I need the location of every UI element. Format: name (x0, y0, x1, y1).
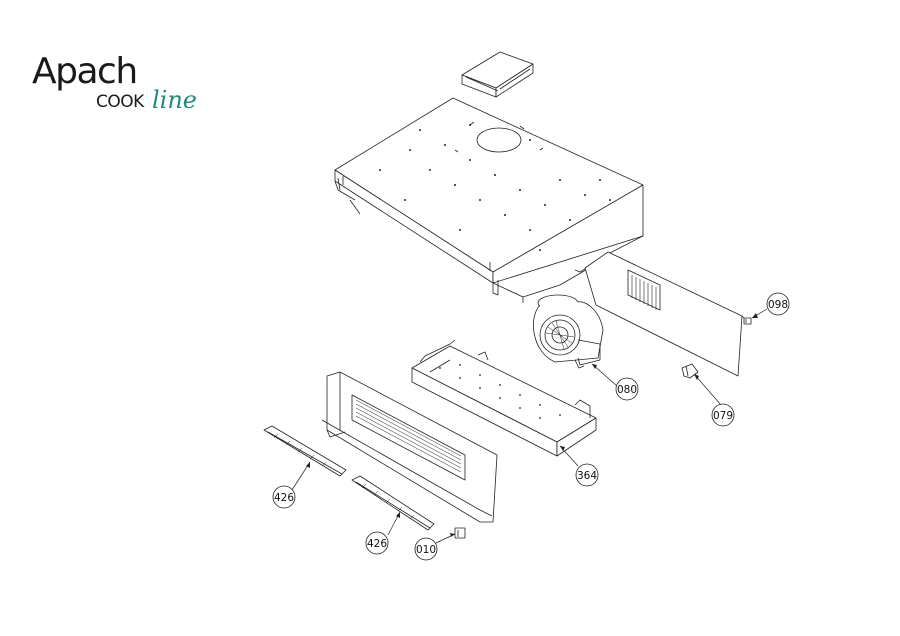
logo-brand-text: Apach (32, 51, 138, 92)
leader-arrowheads (306, 313, 758, 537)
rear-panel (584, 251, 747, 377)
callout-label: 426 (274, 492, 294, 504)
logo-sub-text: COOK (96, 92, 144, 112)
callout-080: 080 (615, 377, 639, 401)
callout-label: 010 (416, 544, 436, 556)
callout-label: 079 (713, 410, 733, 422)
callout-010: 010 (414, 537, 438, 561)
callout-label: 364 (577, 470, 597, 482)
logo-script-text: line (152, 86, 198, 114)
callout-label: 080 (617, 384, 637, 396)
hood-body (334, 97, 644, 303)
tray-holes (439, 364, 561, 419)
callout-426-bottom: 426 (365, 531, 389, 555)
callout-079: 079 (711, 403, 735, 427)
filter-tray (411, 339, 597, 457)
top-vent-box (461, 51, 534, 98)
front-panel (321, 371, 498, 523)
callout-label: 426 (367, 538, 387, 550)
grease-filter-2 (351, 475, 435, 531)
part-010-clip (454, 527, 466, 539)
callout-098: 098 (766, 292, 790, 316)
brand-logo: Apach COOK line (32, 50, 212, 120)
callout-364: 364 (575, 463, 599, 487)
hood-holes (379, 124, 611, 251)
blower-fan (533, 294, 604, 369)
callout-426-top: 426 (272, 485, 296, 509)
grease-filter-1 (263, 425, 347, 477)
part-098-nut (743, 317, 752, 325)
callout-label: 098 (768, 299, 788, 311)
